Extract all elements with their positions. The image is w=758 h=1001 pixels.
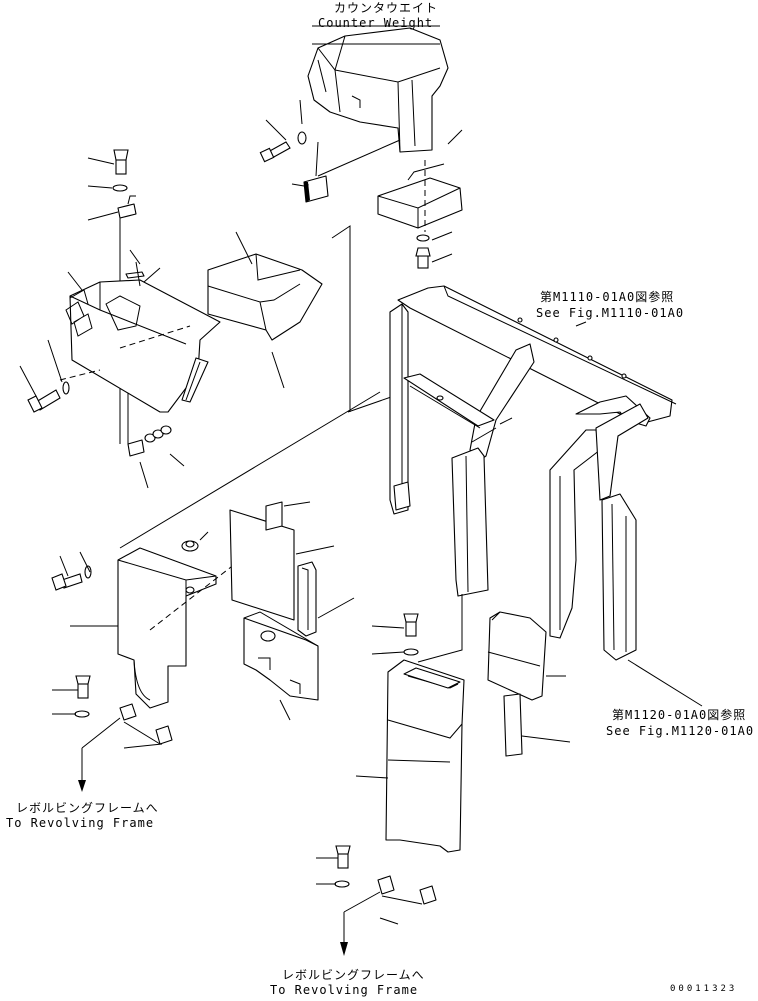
bolt-left-mid <box>27 381 70 413</box>
seal-strip <box>181 357 209 403</box>
counter-weight-label-jp: カウンタウエイト <box>334 1 439 15</box>
bracket-bottom-right <box>377 875 437 905</box>
bracket-top-left <box>117 195 137 219</box>
clip-left <box>127 439 145 457</box>
drawing-number: 00011323 <box>670 984 738 994</box>
bolt-bottom-right <box>334 845 351 888</box>
counter-weight <box>307 27 449 153</box>
bolt-lower-left <box>51 565 92 591</box>
reference-1-label-en: See Fig.M1110-01A0 <box>536 306 685 320</box>
pad-lower <box>243 611 319 701</box>
side-pad-right <box>487 611 547 701</box>
small-strip <box>125 261 145 287</box>
lower-cover-left <box>117 547 217 709</box>
small-pad-right <box>503 693 523 757</box>
counter-weight-label-en: Counter Weight <box>318 16 434 30</box>
reference-2-label-jp: 第M1120-01A0図参照 <box>612 708 747 722</box>
upper-cover-left <box>65 279 221 413</box>
revolving-frame-left-label-jp: レボルビングフレームへ <box>16 801 159 815</box>
bracket-bottom-left <box>119 703 173 745</box>
pad-large <box>229 509 295 621</box>
revolving-frame-bottom-label-en: To Revolving Frame <box>270 983 419 997</box>
pad-strip <box>297 561 317 637</box>
leader-lines <box>19 25 703 925</box>
pad-small-top <box>265 501 283 531</box>
revolving-frame-left-label-en: To Revolving Frame <box>6 816 155 830</box>
counter-weight-plate <box>377 163 463 229</box>
reference-2-label-en: See Fig.M1120-01A0 <box>606 724 755 738</box>
lower-cover-right <box>385 659 465 853</box>
reference-1-label-jp: 第M1110-01A0図参照 <box>540 290 675 304</box>
bolt-cw-left <box>259 131 307 163</box>
main-frame <box>389 285 677 661</box>
label-plate <box>303 175 329 203</box>
insulation-pad-top <box>207 253 323 341</box>
revolving-frame-bottom-label-jp: レボルビングフレームへ <box>282 968 425 982</box>
grommet-left <box>144 425 172 443</box>
bolt-mid-right <box>403 613 419 656</box>
grommet-mid <box>181 540 199 552</box>
bolt-cw-bottom <box>415 247 431 269</box>
bolt-bottom-left <box>74 675 91 718</box>
bolt-top-left <box>112 149 129 192</box>
